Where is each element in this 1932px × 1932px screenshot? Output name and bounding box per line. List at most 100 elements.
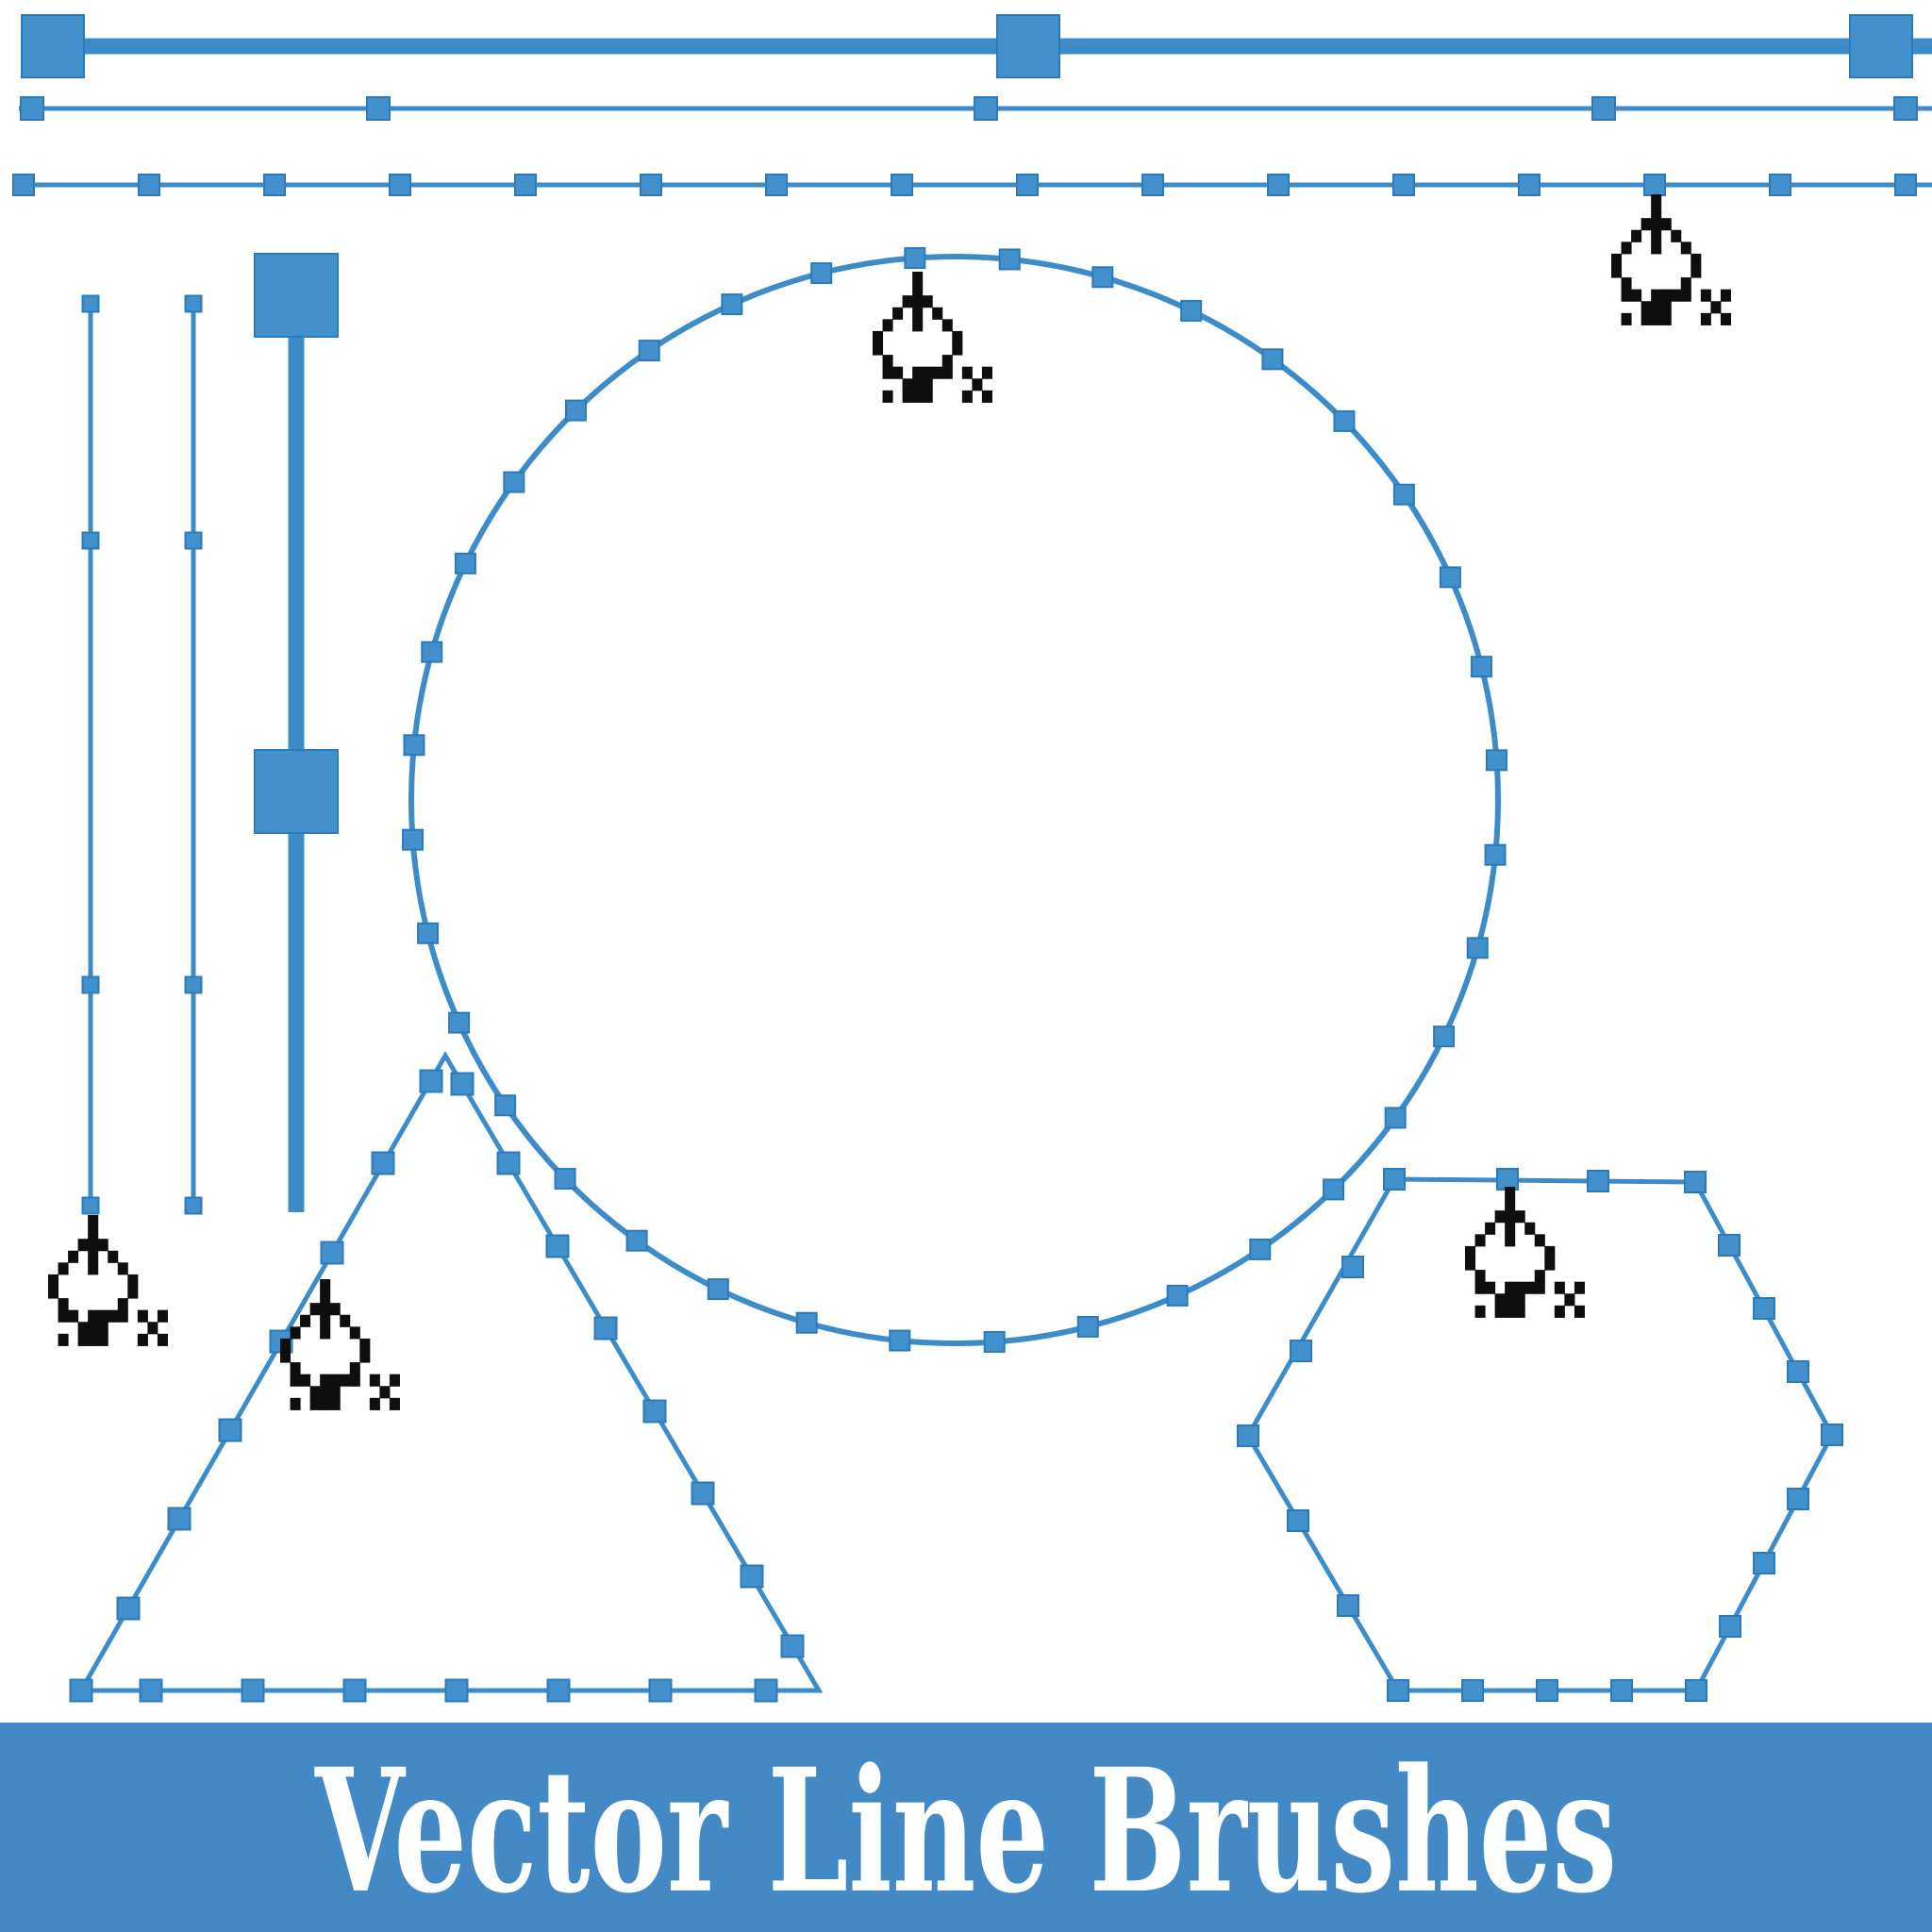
pen-cursor-pixel — [1611, 253, 1623, 266]
pen-cursor-pixel — [108, 1309, 119, 1323]
pen-cursor-pixel — [1651, 301, 1662, 314]
pen-cursor-pixel — [88, 1333, 99, 1346]
pen-cursor-pixel — [320, 1374, 331, 1387]
pen-cursor-pixel — [290, 1397, 301, 1410]
pen-cursor-pixel — [1505, 1222, 1516, 1235]
vertical-brushes-layer — [81, 253, 339, 1215]
pen-cursor-pixel — [1505, 1198, 1516, 1211]
thin-line-dense-squares-anchor-point — [1141, 174, 1164, 196]
title-banner: Vector Line Brushes — [0, 1723, 1932, 1932]
pen-cursor-pixel — [1660, 312, 1672, 325]
pen-cursor-pixel — [58, 1333, 69, 1346]
pen-cursor-pixel — [147, 1322, 158, 1335]
thin-vertical-line-1-anchor-point — [81, 1196, 100, 1215]
thin-vertical-line-2-anchor-point — [184, 975, 203, 994]
pen-cursor-pixel — [882, 355, 893, 368]
circle-anchor-point — [454, 552, 476, 575]
hexagon-anchor-point — [1387, 1679, 1409, 1702]
circle-anchor-point — [904, 247, 926, 270]
circle-anchor-point — [795, 1311, 818, 1334]
pen-cursor-pixel — [369, 1397, 380, 1410]
thin-line-dense-squares-anchor-point — [389, 174, 411, 196]
hexagon-anchor-point — [1587, 1170, 1609, 1192]
triangle-anchor-point — [218, 1418, 242, 1442]
hexagon-anchor-point — [1536, 1679, 1558, 1702]
bold-line-large-squares-anchor-point — [1849, 14, 1913, 78]
thin-vertical-line-1-anchor-point — [81, 975, 100, 994]
triangle-anchor-point — [371, 1151, 395, 1175]
thin-line-sparse-squares-anchor-point — [974, 96, 998, 121]
thin-vertical-line-1 — [81, 294, 100, 1215]
triangle-anchor-point — [116, 1596, 141, 1621]
triangle-anchor-point — [642, 1399, 667, 1424]
hexagon-anchor-point — [1753, 1297, 1775, 1320]
pen-cursor-pixel — [1621, 312, 1632, 325]
pen-cursor-pixel — [290, 1362, 301, 1375]
pen-cursor-pixel — [97, 1309, 108, 1323]
hexagon-anchor-point — [1287, 1509, 1309, 1532]
pen-cursor-pixel — [902, 390, 913, 403]
circle-anchor-point — [1392, 483, 1415, 506]
circle-anchor-point — [1470, 656, 1492, 678]
pen-cursor-pixel — [922, 378, 933, 391]
pen-cursor-pixel — [88, 1262, 99, 1275]
pen-cursor-pixel — [1651, 194, 1662, 208]
pen-cursor-pixel — [1641, 312, 1652, 325]
circle-anchor-point — [1076, 1315, 1099, 1338]
triangle-anchor-point — [780, 1634, 805, 1658]
pen-cursor-pixel — [1651, 289, 1662, 302]
pen-cursor-pixel — [892, 307, 904, 320]
circle-anchor-point — [721, 293, 743, 316]
pen-cursor-pixel — [941, 355, 953, 368]
hexagon-anchor-point — [1496, 1168, 1519, 1191]
pen-cursor-pixel — [309, 1303, 321, 1316]
triangle-brush — [69, 1051, 824, 1703]
bold-vertical-large-squares-anchor-point — [254, 253, 339, 338]
pen-cursor-pixel — [952, 342, 963, 356]
pen-cursor-pixel — [320, 1326, 331, 1340]
pen-cursor-pixel — [1564, 1293, 1575, 1307]
horizontal-brushes-layer — [12, 14, 1932, 196]
pen-cursor-pixel — [1720, 312, 1731, 325]
pen-cursor-pixel — [290, 1374, 301, 1387]
pen-cursor-pixel — [379, 1386, 391, 1399]
circle-anchor-point — [403, 734, 425, 757]
pen-cursor-pixel — [912, 295, 924, 308]
thin-line-dense-squares-anchor-point — [138, 174, 160, 196]
triangle-anchor-point — [648, 1678, 673, 1703]
pen-tool-cursor-icon — [48, 1215, 168, 1346]
hexagon-anchor-point — [1461, 1679, 1484, 1702]
circle-anchor-point — [1249, 1238, 1272, 1260]
pen-cursor-pixel — [922, 295, 933, 308]
circle-anchor-point — [1466, 937, 1489, 959]
pen-cursor-pixel — [1494, 1293, 1506, 1307]
pen-cursor-pixel — [1671, 229, 1682, 242]
thin-line-dense-squares-anchor-point — [1392, 174, 1415, 196]
hexagon-anchor-point — [1237, 1424, 1259, 1447]
pen-cursor-pixel — [873, 330, 884, 343]
pen-cursor-pixel — [309, 1386, 321, 1399]
pen-cursor-pixel — [882, 366, 893, 379]
bold-vertical-large-squares-anchor-point — [254, 749, 339, 834]
pen-cursor-pixel — [961, 390, 973, 403]
pen-cursor-pixel — [1544, 1245, 1556, 1258]
thin-line-dense-squares-anchor-point — [263, 174, 286, 196]
thin-line-sparse-squares — [19, 96, 1932, 121]
pen-cursor-pixel — [1474, 1270, 1486, 1283]
hexagon-anchor-point — [1787, 1360, 1809, 1383]
pen-cursor-pixel — [1621, 242, 1632, 255]
pen-cursor-pixel — [137, 1309, 148, 1323]
pen-cursor-pixel — [300, 1374, 311, 1387]
pen-tool-cursor-icon — [873, 272, 992, 403]
hexagon-anchor-point — [1337, 1594, 1359, 1617]
pen-cursor-pixel — [912, 307, 924, 320]
triangle-anchor-point — [754, 1678, 778, 1703]
circle-anchor-point — [503, 471, 525, 493]
pen-cursor-pixel — [280, 1350, 291, 1363]
pen-cursor-pixel — [127, 1286, 139, 1299]
thin-line-dense-squares-anchor-point — [1643, 174, 1666, 196]
circle-anchor-point — [494, 1094, 517, 1117]
pen-cursor-pixel — [349, 1362, 360, 1375]
triangle-anchor-point — [69, 1678, 93, 1703]
